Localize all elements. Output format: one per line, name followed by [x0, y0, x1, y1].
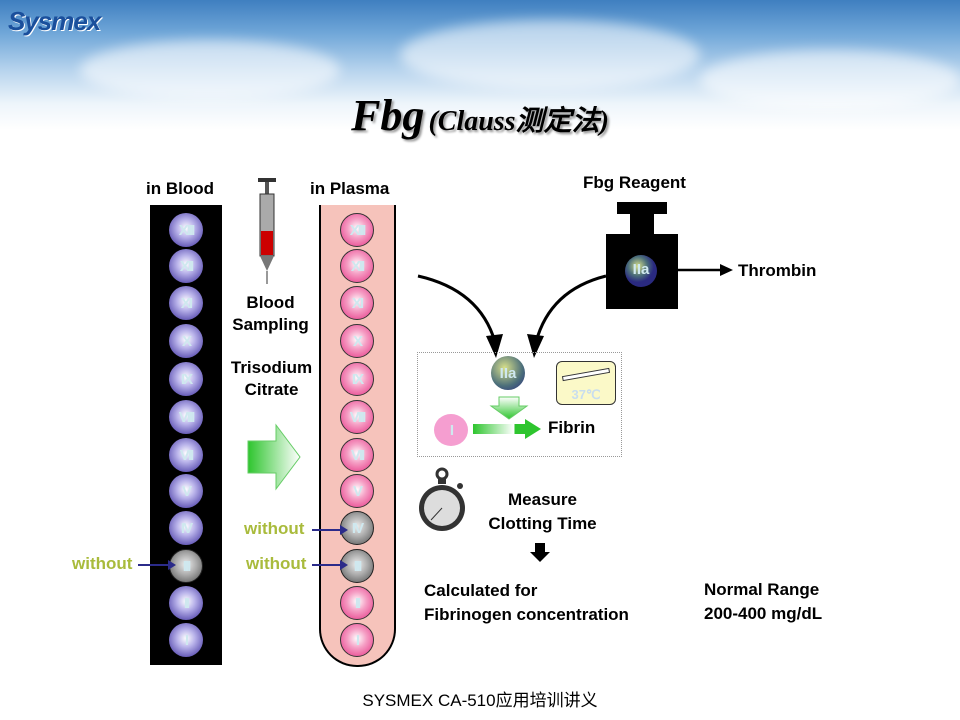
blood-factor-xiii: XIII	[169, 213, 203, 247]
factor-label: III	[353, 557, 362, 575]
plasma-factor-xi: XI	[340, 286, 374, 320]
iia-text: IIa	[499, 364, 517, 382]
factor-label: XIII	[178, 221, 195, 239]
factor-label: III	[182, 557, 191, 575]
blood-factor-ix: IX	[169, 362, 203, 396]
down-arrow-icon	[530, 543, 550, 562]
conversion-arrow-icon	[473, 419, 541, 439]
fbg-reagent-label: Fbg Reagent	[583, 173, 686, 192]
plasma-factor-viii: VIII	[340, 400, 374, 434]
factor-label: IX	[180, 370, 193, 388]
fibrinogen-i-circle: I	[434, 414, 468, 446]
factor-label: I	[355, 631, 360, 649]
plasma-factor-ix: IX	[340, 362, 374, 396]
factor-label: XIII	[349, 221, 366, 239]
slide-title: Fbg (Clauss测定法)	[0, 90, 960, 141]
factor-label: XII	[350, 257, 365, 275]
title-main: Fbg	[351, 91, 425, 140]
factor-label: VII	[179, 446, 194, 464]
citrate-line1: Trisodium	[230, 358, 313, 377]
arrow-icon	[138, 560, 176, 570]
measure-line2: Clotting Time	[488, 514, 597, 533]
normal-range-line1: Normal Range	[704, 580, 820, 599]
factor-label: XI	[180, 294, 193, 312]
stopwatch-icon	[419, 467, 465, 531]
thrombin-label: Thrombin	[738, 261, 817, 280]
fibrin-label: Fibrin	[548, 418, 596, 437]
factor-label: XI	[351, 294, 364, 312]
thrombin-iia-circle: IIa	[491, 356, 525, 390]
factor-label: IV	[351, 519, 364, 537]
process-arrow-icon	[247, 423, 301, 491]
blood-factor-v: V	[169, 474, 203, 508]
factor-label: VII	[350, 446, 365, 464]
plasma-factor-ii: II	[340, 586, 374, 620]
factor-label: I	[184, 631, 189, 649]
factor-label: V	[181, 482, 192, 500]
blood-sampling-line2: Sampling	[232, 315, 309, 334]
arrow-icon	[678, 264, 733, 276]
plasma-factor-xii: XII	[340, 249, 374, 283]
in-blood-label: in Blood	[146, 179, 214, 198]
sysmex-logo: Sysmex	[8, 6, 101, 36]
i-text: I	[449, 421, 454, 439]
sky-banner	[0, 0, 960, 130]
plasma-factor-x: X	[340, 324, 374, 358]
blood-factor-xii: XII	[169, 249, 203, 283]
temperature-label: 37℃	[571, 387, 601, 402]
measure-line1: Measure	[508, 490, 577, 509]
citrate-line2: Citrate	[244, 380, 299, 399]
footer: SYSMEX CA-510应用培训讲义	[362, 691, 598, 710]
plasma-factor-vii: VII	[340, 438, 374, 472]
factor-label: II	[183, 594, 191, 612]
normal-range-line2: 200-400 mg/dL	[704, 604, 823, 623]
blood-factor-i: I	[169, 623, 203, 657]
plasma-factor-v: V	[340, 474, 374, 508]
arrow-icon	[312, 560, 348, 570]
down-arrow-icon	[489, 396, 529, 420]
blood-factor-vii: VII	[169, 438, 203, 472]
factor-label: VIII	[178, 408, 195, 426]
factor-label: IX	[351, 370, 364, 388]
reaction-box	[417, 352, 622, 457]
calculated-line2: Fibrinogen concentration	[424, 605, 629, 624]
arrow-icon	[312, 525, 348, 535]
in-plasma-label: in Plasma	[310, 179, 390, 198]
without-label-plasma-iii: without	[246, 554, 307, 573]
blood-factor-ii: II	[169, 586, 203, 620]
factor-label: II	[354, 594, 362, 612]
factor-label: IV	[180, 519, 193, 537]
title-sub: (Clauss测定法)	[428, 106, 609, 137]
without-label-plasma-iv: without	[244, 519, 305, 538]
blood-factor-viii: VIII	[169, 400, 203, 434]
syringe-icon	[258, 178, 276, 284]
factor-label: XII	[179, 257, 194, 275]
curved-arrows-icon	[417, 274, 607, 358]
factor-label: X	[352, 332, 363, 350]
reagent-iia-factor: IIa	[632, 261, 650, 278]
without-label-blood: without	[72, 554, 133, 573]
blood-factor-xi: XI	[169, 286, 203, 320]
blood-factor-x: X	[169, 324, 203, 358]
factor-label: VIII	[349, 408, 366, 426]
normal-range-label: Normal Range 200-400 mg/dL	[704, 578, 822, 626]
calculated-line1: Calculated for	[424, 581, 538, 600]
thermometer-icon: 37℃	[556, 361, 616, 405]
blood-factor-iv: IV	[169, 511, 203, 545]
factor-label: X	[181, 332, 192, 350]
plasma-factor-i: I	[340, 623, 374, 657]
factor-label: V	[352, 482, 363, 500]
reagent-bottle-icon	[606, 202, 678, 309]
plasma-factor-xiii: XIII	[340, 213, 374, 247]
blood-sampling-line1: Blood	[246, 293, 295, 312]
